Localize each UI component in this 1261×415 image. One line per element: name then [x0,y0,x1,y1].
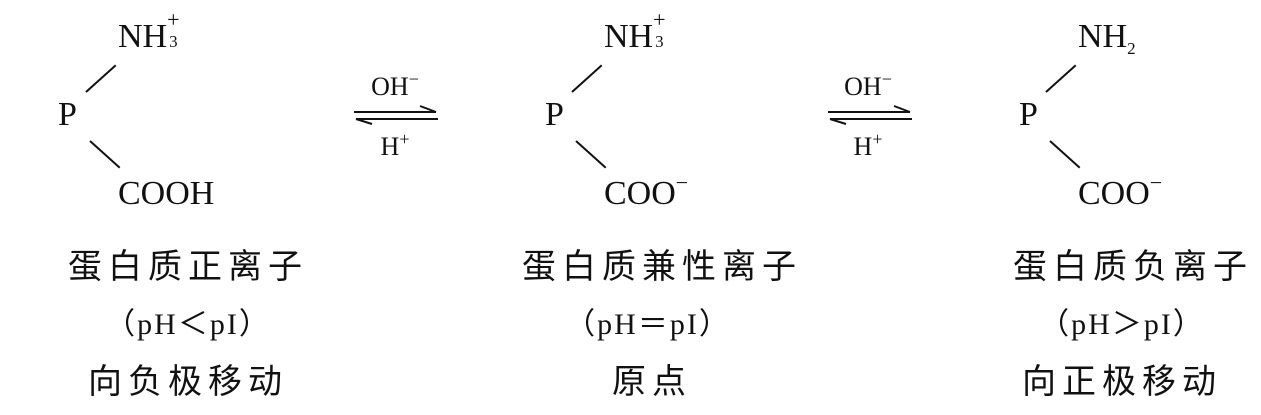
bond-upper [571,64,603,93]
migration-direction: 向负极移动 [88,362,288,402]
forward-reagent: OH− [844,69,892,101]
migration-direction: 向正极移动 [1022,362,1222,402]
ph-condition: （pH＝pI） [565,308,731,341]
bond-upper [1045,64,1077,93]
bond-lower [89,140,121,169]
amino-group: NH+3 [118,7,180,55]
forward-reagent: OH− [371,69,419,101]
species-name: 蛋白质负离子 [1013,247,1253,287]
amino-group: NH2 [1078,18,1136,58]
carboxylate-group: COO− [1078,170,1163,212]
protein-backbone-label: P [58,96,77,133]
carboxylate-group: COO− [604,170,689,212]
amino-group: NH+3 [604,7,666,55]
bond-lower [575,140,607,169]
species-name: 蛋白质兼性离子 [522,247,802,287]
bond-upper [85,64,117,93]
ph-condition: （pH＜pI） [105,308,271,341]
reverse-reagent: H+ [380,129,410,161]
protein-backbone-label: P [545,96,564,133]
equilibrium-arrows-icon [354,105,438,125]
carboxyl-group: COOH [118,175,215,212]
species-name: 蛋白质正离子 [68,247,308,287]
equilibrium-arrows-icon [828,105,912,125]
protein-backbone-label: P [1019,96,1038,133]
reverse-reagent: H+ [853,129,883,161]
migration-direction: 原点 [612,362,692,402]
bond-lower [1049,140,1081,169]
ph-condition: （pH＞pI） [1039,308,1205,341]
